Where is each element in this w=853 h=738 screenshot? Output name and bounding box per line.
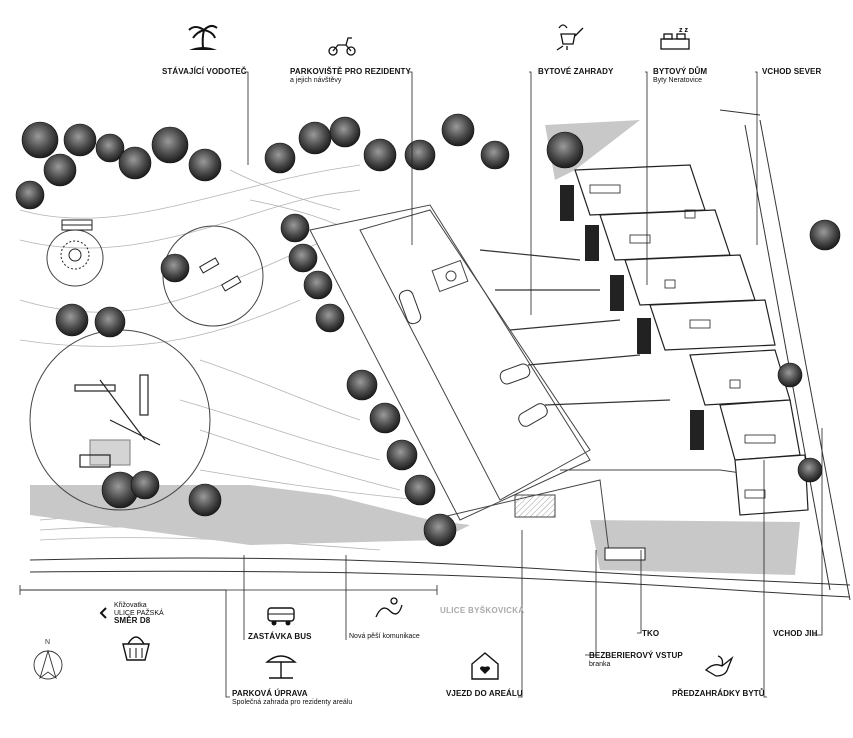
label-vodotec-title: STÁVAJÍCÍ VODOTEČ [162, 67, 247, 76]
label-vodotec: STÁVAJÍCÍ VODOTEČ [162, 67, 247, 77]
playground [74, 374, 161, 468]
bus-icon [267, 607, 295, 626]
label-bus: ZASTÁVKA BUS [248, 632, 312, 642]
apartment-buildings [574, 164, 809, 516]
label-pesi: Nová pěší komunikace [349, 633, 420, 641]
label-krizovatka-line2: ULICE PAŽSKÁ [114, 609, 164, 617]
benches [199, 257, 242, 292]
parking-lot [309, 204, 591, 521]
north-arrow-icon [33, 649, 63, 680]
label-jih: VCHOD JIH [773, 629, 818, 639]
label-krizovatka-line1: Křižovatka [114, 602, 147, 609]
leader-lines [19, 71, 823, 698]
trees [15, 113, 841, 547]
label-dum-sub: Byty Neratovice [653, 76, 703, 84]
svg-text:z z: z z [679, 27, 688, 34]
cars [398, 289, 548, 427]
picnic-basket-icon [122, 636, 150, 661]
label-ulice: ULICE BYŠKOVICKÁ [440, 606, 525, 615]
label-parkoviste: PARKOVIŠTĚ PRO REZIDENTY a jejich návště… [290, 67, 411, 84]
tko-enclosure [604, 547, 646, 561]
label-pesi-title: Nová pěší komunikace [349, 633, 420, 640]
garden-circles [29, 225, 264, 511]
label-predzahradky-title: PŘEDZAHRÁDKY BYTŮ [672, 689, 765, 698]
house-heart-icon [471, 652, 499, 680]
label-vstup: BEZBERIEROVÝ VSTUP branka [589, 651, 683, 668]
label-dum: BYTOVÝ DŮM Byty Neratovice [653, 67, 708, 84]
label-zahrady-title: BYTOVÉ ZAHRADY [538, 67, 614, 76]
label-uprava-title: PARKOVÁ ÚPRAVA [232, 689, 308, 698]
label-krizovatka-line3: SMĚR D8 [114, 616, 151, 626]
label-vjezd-title: VJEZD DO AREÁLU [446, 689, 523, 698]
label-krizovatka: Křižovatka ULICE PAŽSKÁ SMĚR D8 [114, 602, 164, 626]
label-vjezd: VJEZD DO AREÁLU [446, 689, 523, 699]
label-tko-title: TKO [642, 629, 660, 638]
label-tko: TKO [642, 629, 660, 639]
palm-island-icon [188, 24, 218, 50]
bed-icon: z z [660, 27, 690, 50]
label-jih-title: VCHOD JIH [773, 629, 818, 638]
north-label: N [45, 639, 51, 646]
garden-strips [479, 249, 671, 406]
label-dum-title: BYTOVÝ DŮM [653, 67, 708, 76]
label-sever-title: VCHOD SEVER [762, 67, 822, 76]
label-vstup-title: BEZBERIEROVÝ VSTUP [589, 651, 683, 660]
label-predzahradky: PŘEDZAHRÁDKY BYTŮ [672, 689, 765, 699]
label-vstup-sub: branka [589, 660, 611, 668]
arrow-left-icon [99, 607, 107, 619]
label-bus-title: ZASTÁVKA BUS [248, 632, 312, 641]
label-parkoviste-sub: a jejich návštěvy [290, 76, 342, 84]
building-windows [589, 184, 776, 499]
parasol-icon [265, 655, 297, 679]
walking-path-icon [375, 597, 403, 618]
label-zahrady: BYTOVÉ ZAHRADY [538, 67, 614, 77]
label-parkoviste-title: PARKOVIŠTĚ PRO REZIDENTY [290, 67, 411, 76]
dove-icon [704, 655, 734, 677]
label-uprava: PARKOVÁ ÚPRAVA Společná zahrada pro rezi… [232, 689, 353, 706]
label-uprava-sub: Společná zahrada pro rezidenty areálu [232, 698, 353, 706]
watering-can-icon [556, 24, 584, 51]
scooter-icon [328, 37, 356, 56]
gazebo [60, 219, 93, 270]
label-sever: VCHOD SEVER [762, 67, 822, 77]
building-balconies [560, 185, 704, 450]
road [29, 109, 851, 601]
